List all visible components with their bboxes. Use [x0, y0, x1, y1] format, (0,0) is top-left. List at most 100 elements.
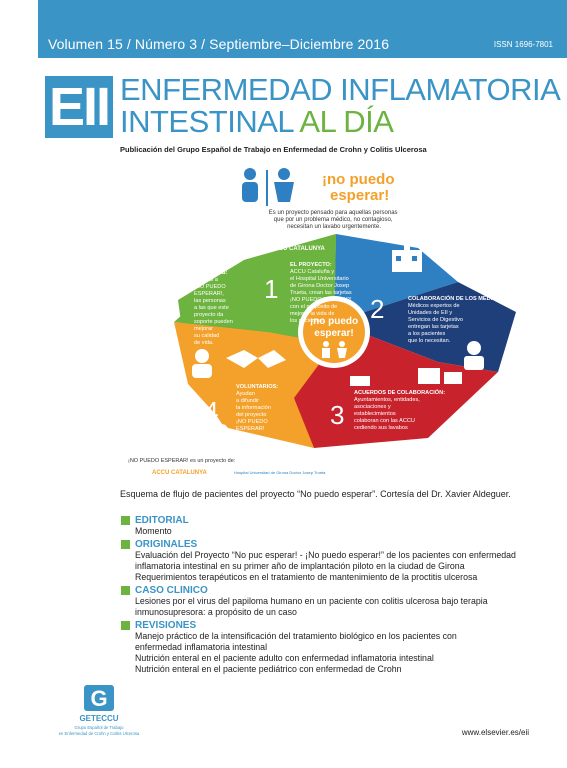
- figure-caption: Esquema de flujo de pacientes del proyec…: [120, 489, 511, 499]
- doctor-icon: [464, 341, 484, 370]
- headline-text-1: ¡no puedo: [322, 171, 394, 188]
- center-circle: [303, 301, 365, 363]
- step5-line: soporte pueden: [194, 319, 233, 325]
- step4-text: VOLUNTARIOS: Ayudan a difundir la inform…: [236, 384, 280, 432]
- step1-org: ACCU CATALUNYA: [270, 246, 326, 252]
- toc-item[interactable]: Nutrición enteral en el paciente adulto …: [135, 653, 434, 663]
- intro-line: necesitan un lavabo urgentemente.: [287, 224, 381, 230]
- toc-section-revisiones: REVISIONES: [121, 620, 541, 631]
- step4-title: VOLUNTARIOS:: [236, 384, 278, 390]
- step1-line: con el propósito de: [290, 304, 337, 310]
- step5-line: a las que este: [194, 305, 229, 311]
- patient-icon: [156, 323, 176, 352]
- journal-title-part2: AL DÍA: [299, 104, 394, 139]
- step2-number: 2: [370, 294, 384, 324]
- infographic: ¡no puedo esperar! Es un proyecto pensad…: [128, 168, 516, 476]
- segment-1: [334, 234, 458, 322]
- step5-line: ¡NO PUEDO: [194, 284, 226, 290]
- toc-item[interactable]: Requerimientos terapéuticos en el tratam…: [135, 572, 478, 582]
- toc-item[interactable]: Manejo práctico de la intensificación de…: [135, 631, 457, 641]
- step1-line: Trueta, crean las tarjetas: [290, 290, 352, 296]
- step3-number: 3: [330, 400, 344, 430]
- segment-5-body: [174, 234, 336, 344]
- step3-line: asociaciones y: [354, 404, 391, 410]
- volume-line: Volumen 15 / Número 3 / Septiembre–Dicie…: [48, 36, 390, 52]
- step2-line: que lo necesitan.: [408, 338, 451, 344]
- buildings-icon: [350, 368, 462, 386]
- step1-line: ¡NO PUEDO ESPERAR!: [290, 297, 352, 303]
- step3-line: Ayuntamientos, entidades,: [354, 397, 420, 403]
- segment-4-body: [174, 322, 334, 448]
- section-heading: EDITORIAL: [135, 515, 189, 526]
- step2-line: a los pacientes: [408, 331, 446, 337]
- center-text-1: ¡no puedo: [310, 316, 358, 327]
- toc-section-originales: ORIGINALES: [121, 539, 541, 550]
- intro-line: Es un proyecto pensado para aquellas per…: [269, 210, 398, 216]
- step1-line: ACCU Cataluña y: [290, 269, 334, 275]
- step1-number: 1: [264, 274, 278, 304]
- issn: ISSN 1696-7801: [493, 40, 553, 49]
- toc-item[interactable]: inmunosupresora: a propósito de un caso: [135, 607, 297, 617]
- toc-section-caso-clinico: CASO CLINICO: [121, 585, 541, 596]
- journal-title-line1: ENFERMEDAD INFLAMATORIA: [120, 72, 561, 107]
- step2-title: COLABORACIÓN DE LOS MÉDICOS:: [408, 294, 506, 302]
- step3-line: colaboran con las ACCU: [354, 418, 415, 424]
- step5-line: Gracias a: [194, 277, 219, 283]
- step2-line: entregan las tarjetas: [408, 324, 459, 330]
- step5-title: PACIENTES:: [194, 270, 228, 276]
- geteccu-logo-mark: [84, 685, 114, 711]
- restroom-icon: [242, 168, 294, 206]
- step2-line: Médicos expertos de: [408, 303, 460, 309]
- step5-number: 5: [158, 286, 172, 316]
- toc-item[interactable]: enfermedad inflamatoria intestinal: [135, 642, 268, 652]
- toc-item[interactable]: Momento: [135, 526, 172, 536]
- step5-line: las personas: [194, 298, 226, 304]
- center-text-2: esperar!: [314, 328, 353, 339]
- step4-line: ESPERAR!: [236, 426, 265, 432]
- step3-line: cediendo sus lavabos: [354, 425, 408, 431]
- step3-title: ACUERDOS DE COLABORACIÓN:: [354, 388, 445, 396]
- toc-item[interactable]: Evaluación del Proyecto “No puc esperar!…: [135, 550, 516, 560]
- toc-item[interactable]: inflamatoria intestinal en su primer año…: [135, 561, 465, 571]
- step5-line: de vida.: [194, 340, 214, 346]
- figure-footer-note: ¡NO PUEDO ESPERAR! es un proyecto de:: [128, 458, 236, 464]
- volunteer-icon: [192, 349, 212, 378]
- journal-subtitle: Publicación del Grupo Español de Trabajo…: [120, 145, 427, 154]
- geteccu-sub2: en Enfermedad de Crohn y Colitis Ulceros…: [59, 731, 140, 736]
- geteccu-name: GETECCU: [79, 714, 118, 723]
- hospital-icon: [392, 242, 422, 272]
- step5-text: PACIENTES: Gracias a ¡NO PUEDO ESPERAR!,…: [194, 270, 234, 346]
- handshake-icon: [226, 350, 286, 368]
- step4-line: Ayudan: [236, 391, 255, 397]
- toc-item[interactable]: Nutrición enteral en el paciente pediátr…: [135, 664, 402, 674]
- step4-line: del proyecto: [236, 412, 266, 418]
- journal-title-part1: INTESTINAL: [120, 104, 300, 139]
- header-bar: Volumen 15 / Número 3 / Septiembre–Dicie…: [38, 0, 567, 58]
- figure-footer-org: ACCU CATALUNYA: [152, 470, 208, 476]
- toc-item[interactable]: Lesiones por el virus del papiloma human…: [135, 596, 488, 606]
- step4-line: ¡NO PUEDO: [236, 419, 268, 425]
- step4-number: 4: [204, 396, 218, 426]
- geteccu-logo: G GETECCU Grupo Español de Trabajo en En…: [40, 685, 165, 746]
- step5-line: su calidad: [194, 333, 219, 339]
- step1-line: los pacientes.: [290, 318, 325, 324]
- intro-line: que por un problema médico, no contagios…: [274, 217, 393, 223]
- headline-text-2: esperar!: [330, 187, 389, 204]
- step1-line: de Girona Doctor Josep: [290, 283, 349, 289]
- publisher-url[interactable]: www.elsevier.es/eii: [461, 728, 529, 737]
- step3-line: establecimientos: [354, 411, 396, 417]
- step5-line: ESPERAR!,: [194, 291, 224, 297]
- figure-footer-hospital: Hospital Universitari de Girona Doctor J…: [234, 470, 326, 475]
- geteccu-sub1: Grupo Español de Trabajo: [75, 725, 125, 730]
- step1-line: el Hospital Universitario: [290, 276, 349, 282]
- table-of-contents: EDITORIAL Momento ORIGINALES Evaluación …: [121, 513, 541, 675]
- section-heading: ORIGINALES: [135, 539, 198, 550]
- step1-title: EL PROYECTO:: [290, 262, 332, 268]
- step5-line: proyecto da: [194, 312, 224, 318]
- step4-line: la información: [236, 405, 271, 411]
- intro-text: Es un proyecto pensado para aquellas per…: [269, 210, 399, 230]
- step2-text: COLABORACIÓN DE LOS MÉDICOS: Médicos exp…: [408, 294, 508, 344]
- step2-line: Unidades de EII y: [408, 310, 452, 316]
- geteccu-logo-letter: G: [90, 686, 107, 711]
- step4-line: a difundir: [236, 398, 259, 404]
